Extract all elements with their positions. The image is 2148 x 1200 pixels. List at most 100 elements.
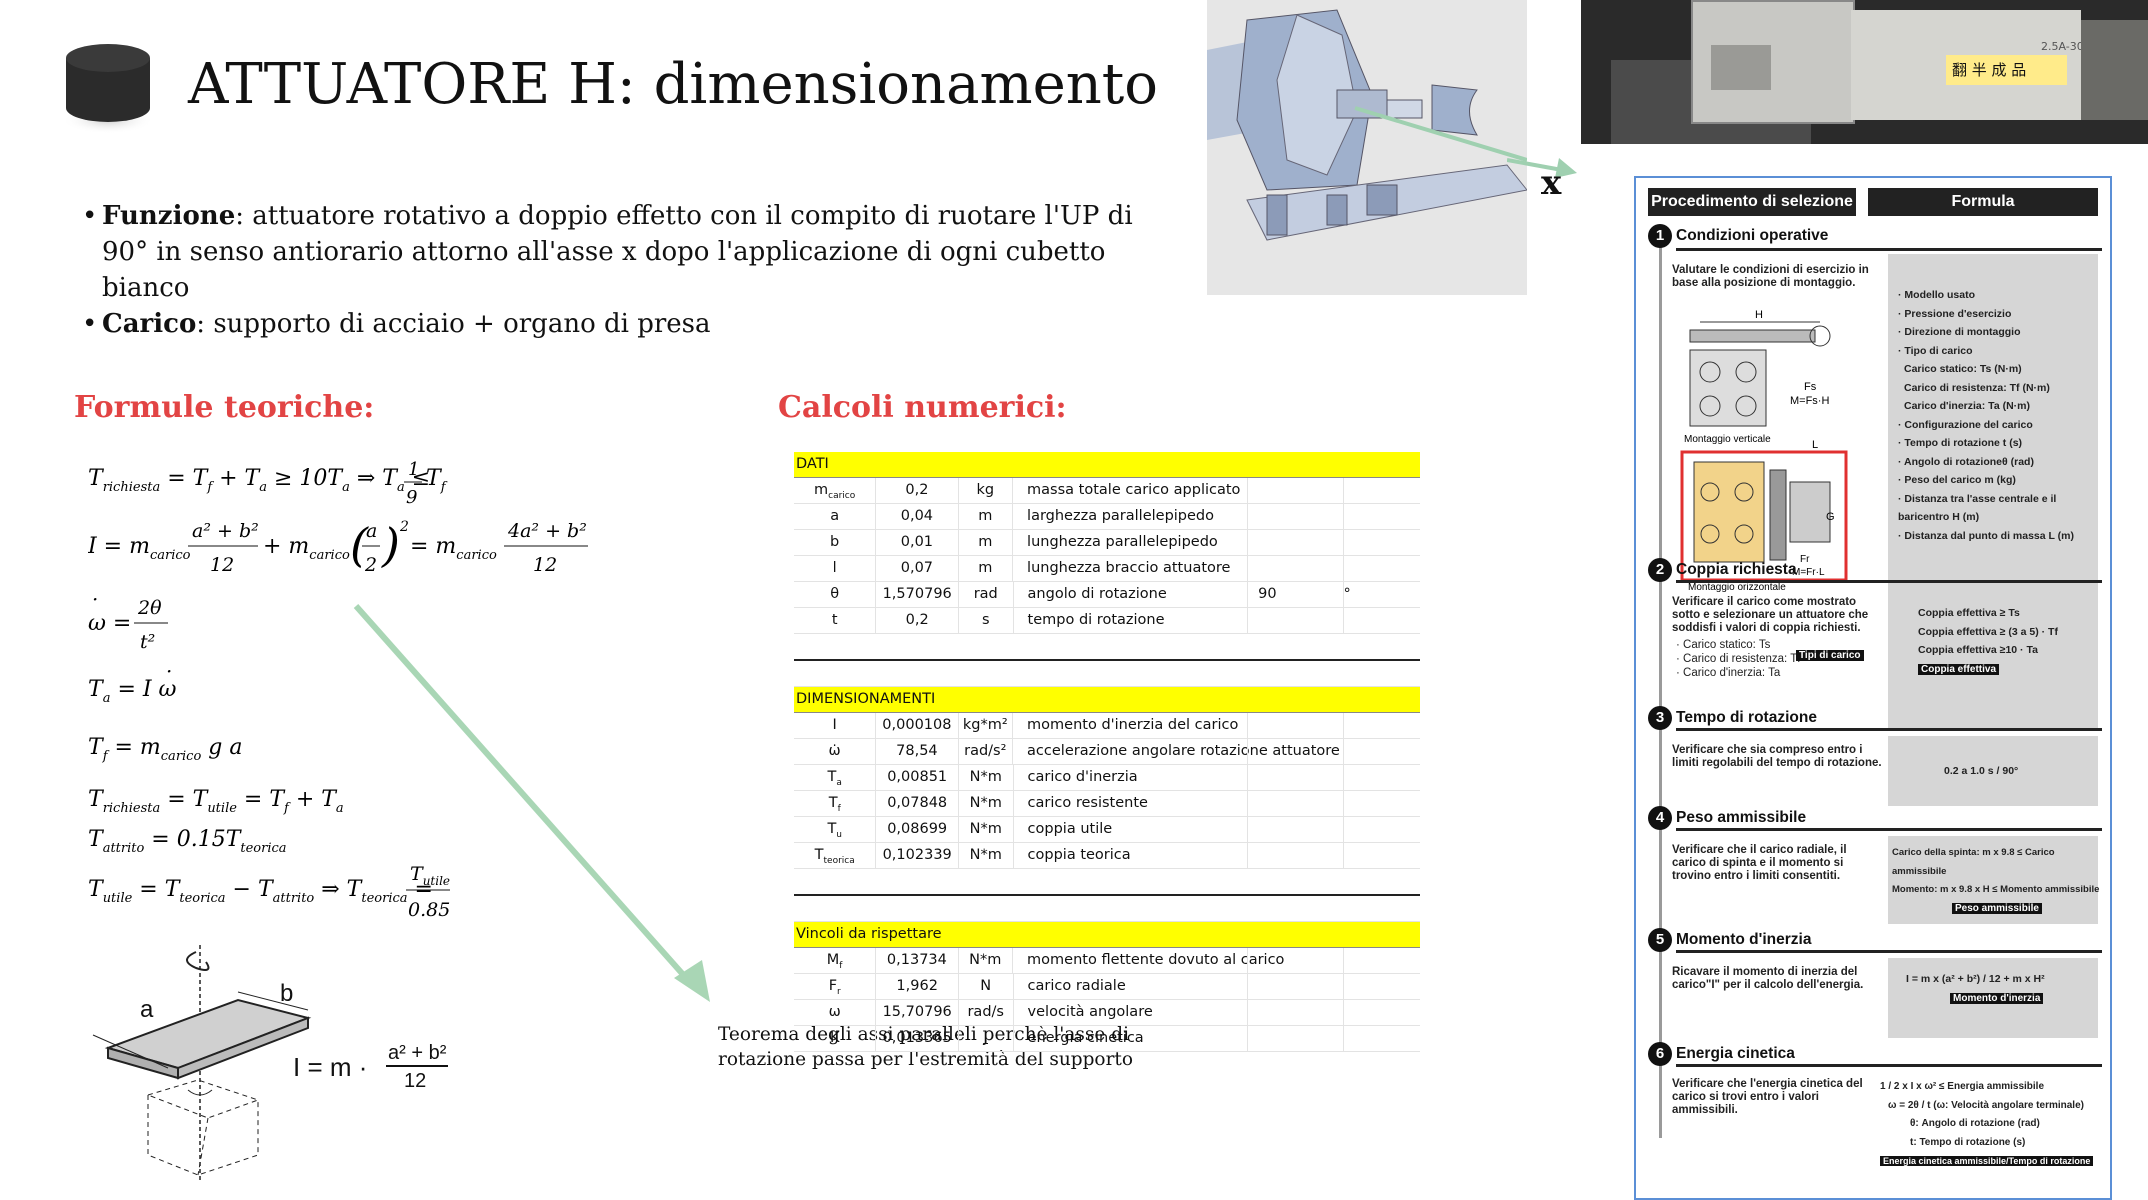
symbol-cell: ω̇ — [794, 739, 877, 764]
value-cell: 0,01 — [876, 530, 959, 555]
blank-cell — [1179, 843, 1248, 868]
formula-tf: Tf = mcarico g a — [88, 726, 288, 772]
svg-text:): ) — [381, 518, 400, 572]
formula-t-utile: Trichiesta = Tutile = Tf + Ta — [88, 778, 388, 824]
symbol-cell: mcarico — [794, 478, 877, 503]
svg-text:Montaggio verticale: Montaggio verticale — [1684, 434, 1771, 445]
description-cell: larghezza parallelepipedo — [1027, 508, 1214, 524]
green-arrow-icon — [353, 604, 710, 1002]
description-cell: energia cinetica — [1027, 1030, 1144, 1046]
extra-cell — [1247, 1026, 1344, 1051]
step-6-text: Verificare che l'energia cinetica del ca… — [1672, 1078, 1863, 1116]
value-cell: 0,013365 — [876, 1026, 959, 1051]
diagram-formula-den: 12 — [404, 1070, 427, 1092]
blank-cell — [1179, 556, 1247, 581]
dim-header: DIMENSIONAMENTI — [794, 687, 1420, 713]
svg-text:·: · — [166, 664, 172, 683]
value-cell: 0,08699 — [876, 817, 959, 842]
extra2-cell — [1344, 948, 1420, 973]
step-1-list-item: · Direzione di montaggio — [1898, 326, 2021, 338]
diagram-label-a: a — [140, 996, 154, 1023]
symbol-cell: Tu — [794, 817, 877, 842]
value-cell: 0,04 — [876, 504, 959, 529]
extra-cell: 90 — [1247, 582, 1344, 607]
unit-cell: N*m — [959, 843, 1014, 868]
extra-cell — [1247, 713, 1344, 738]
extra2-cell — [1344, 843, 1420, 868]
blank-cell — [1179, 765, 1248, 790]
svg-text:Tf: Tf — [426, 466, 448, 495]
svg-text:(: ( — [350, 518, 369, 572]
symbol-cell: b — [794, 530, 877, 555]
extra2-cell — [1344, 791, 1420, 816]
value-cell: 0,07848 — [876, 791, 959, 816]
symbol-cell: Tf — [794, 791, 877, 816]
step-1-list-item: · Modello usato — [1898, 289, 1975, 301]
svg-text:H: H — [1755, 309, 1763, 321]
description-cell: angolo di rotazione — [1027, 586, 1167, 602]
description-cell: massa totale carico applicato — [1027, 482, 1241, 498]
blank-cell — [1179, 504, 1247, 529]
svg-text:a² + b²: a² + b² — [192, 520, 259, 542]
step-divider — [1676, 580, 2102, 583]
axis-x-label: x — [1541, 163, 1562, 203]
description-cell: lunghezza braccio attuatore — [1027, 560, 1231, 576]
value-cell: 0,102339 — [876, 843, 959, 868]
step-5-text: Ricavare il momento di inerzia del caric… — [1672, 966, 1864, 991]
symbol-cell: ω — [794, 1000, 877, 1025]
symbol-cell: Ta — [794, 765, 877, 790]
machine-photo: 翻 半 成 品 2.5A-30 — [1581, 0, 2148, 144]
extra2-cell — [1344, 478, 1420, 503]
extra2-cell — [1344, 713, 1420, 738]
table-spacer — [794, 634, 1420, 661]
step-1-list-item: · Peso del carico m (kg) — [1898, 474, 2016, 486]
step-divider — [1676, 828, 2102, 831]
bullet-carico: Carico: supporto di acciaio + organo di … — [82, 306, 1172, 342]
vin-header: Vincoli da rispettare — [794, 922, 1420, 948]
unit-cell: N — [959, 974, 1014, 999]
step-1-list-item: · Distanza dal punto di massa L (m) — [1898, 529, 2074, 542]
svg-text:= mcarico: = mcarico — [410, 534, 497, 563]
extra-cell — [1247, 739, 1344, 764]
step-6-formula: 1 / 2 x I x ω² ≤ Energia ammissibile ω =… — [1880, 1078, 2108, 1172]
description-cell: accelerazione angolare rotazione attuato… — [1027, 743, 1340, 759]
svg-text:12: 12 — [533, 554, 557, 576]
symbol-cell: Tteorica — [794, 843, 877, 868]
cad-actuator-image — [1207, 9, 1528, 241]
photo-label: 翻 半 成 品 — [1946, 55, 2067, 85]
step-1-list-item: · Tipo di carico — [1898, 344, 1973, 357]
unit-cell: rad — [959, 582, 1014, 607]
blank-cell — [1179, 791, 1248, 816]
step-2-tag: Tipi di carico — [1796, 650, 1864, 661]
svg-text:Trichiesta = Tf + Ta ≥ 10Ta ⇒: Trichiesta = Tf + Ta ≥ 10Ta ⇒ Ta ≤ — [88, 466, 430, 495]
blank-cell — [1179, 608, 1248, 633]
svg-text:L: L — [1812, 439, 1818, 451]
extra-cell — [1247, 556, 1344, 581]
parallel-axis-note: Teorema degli assi paralleli perchè l'as… — [718, 1024, 1133, 1070]
unit-cell: rad/s — [959, 1000, 1014, 1025]
rotation-block-diagram — [92, 945, 312, 1180]
svg-text:Montaggio orizzontale: Montaggio orizzontale — [1688, 582, 1786, 593]
value-cell: 0,13734 — [876, 948, 959, 973]
step-2-text: Verificare il carico come mostrato sotto… — [1672, 596, 1869, 634]
mounting-figures: H Fs M=Fs·H Montaggio verticale G L Fr M… — [1680, 302, 1880, 593]
blank-cell — [1179, 817, 1248, 842]
blank-cell — [1179, 582, 1248, 607]
svg-text:2: 2 — [364, 554, 377, 576]
extra-cell — [1247, 504, 1344, 529]
symbol-cell: Mf — [794, 948, 877, 973]
unit-cell: N*m — [959, 948, 1014, 973]
formula-ta: Ta = I ω· — [88, 659, 208, 714]
svg-text:M=Fs·H: M=Fs·H — [1790, 395, 1829, 407]
